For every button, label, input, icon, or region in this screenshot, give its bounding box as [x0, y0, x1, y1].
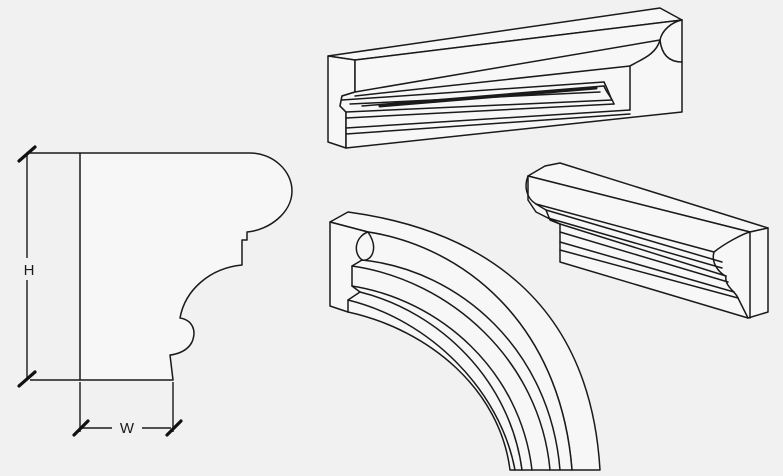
width-tick-left: [72, 419, 90, 437]
curved-molding-end-profile: [347, 231, 369, 313]
curved-molding: [329, 211, 601, 471]
width-dimension: W: [72, 382, 183, 437]
height-dimension: H: [17, 145, 80, 388]
straight-molding-long: [327, 7, 683, 149]
height-label-gap: [19, 258, 37, 280]
height-label: H: [24, 262, 35, 279]
curved-molding-front-face: [329, 221, 573, 471]
profile-outline: [79, 152, 293, 381]
straight-molding-short: [525, 162, 769, 319]
straight-molding-short-end-profile: [525, 175, 561, 225]
width-label: W: [120, 420, 135, 437]
width-tick-right: [165, 419, 183, 437]
height-tick-top: [17, 145, 37, 163]
molding-profile: [79, 152, 293, 381]
height-tick-bottom: [17, 370, 37, 388]
